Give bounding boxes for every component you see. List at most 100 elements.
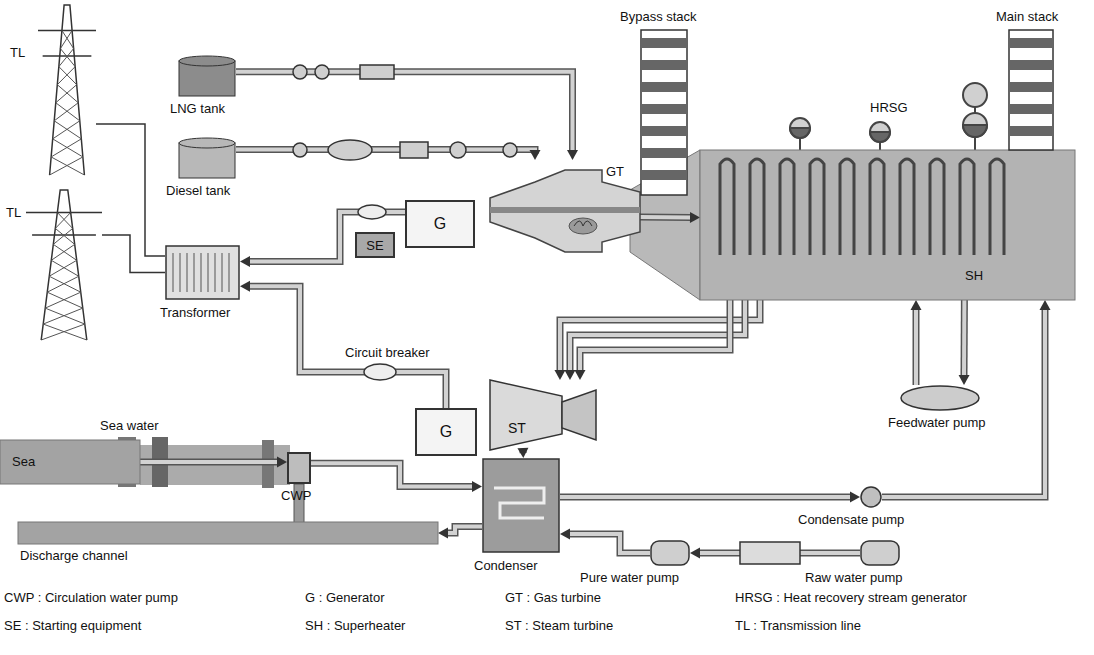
pipe-connector: [517, 448, 528, 458]
bypass-stack: Bypass stack: [640, 30, 688, 195]
pipe-connector: [240, 212, 405, 267]
arrowhead: [574, 370, 585, 380]
arrowhead: [564, 370, 575, 380]
condenser-shape: [482, 458, 560, 553]
wire-line: [102, 235, 165, 273]
steam-drums: [790, 83, 987, 152]
main-stack-shape: [1008, 30, 1054, 150]
pipe-core: [447, 526, 482, 533]
node-label: G: [434, 215, 446, 233]
sea: Sea: [0, 440, 140, 484]
pipe-outline: [249, 286, 446, 408]
pipe-outline: [961, 300, 968, 376]
legend-abbreviation: GT : Gas turbine: [505, 590, 601, 605]
diesel-tank-shape: [178, 137, 236, 179]
pipe-core: [236, 72, 573, 151]
arrowhead: [438, 528, 448, 539]
pipe-outline: [570, 300, 745, 371]
pipe-connector: [140, 457, 287, 468]
valves: [293, 65, 517, 160]
arrowhead: [567, 150, 578, 160]
arrowhead: [517, 448, 528, 458]
node-label: Bypass stack: [620, 9, 697, 24]
arrowhead: [1040, 300, 1051, 310]
pipe-outline: [236, 72, 573, 151]
node-label: HRSG: [870, 100, 908, 115]
circuit-breaker-symbol: [358, 205, 386, 219]
pipe-connector: [959, 300, 970, 385]
pipe-core: [570, 300, 745, 371]
node-label: Condenser: [474, 558, 538, 573]
transmission-tower: TL: [38, 5, 96, 175]
bypass-stack-shape: [640, 30, 688, 195]
transformer: Transformer: [165, 245, 240, 300]
pipe-outline: [569, 534, 650, 553]
steam-turbine: ST: [490, 380, 600, 450]
pipe-connector: [311, 463, 482, 492]
node-label: Diesel tank: [166, 183, 230, 198]
hrsg-shape: [700, 150, 1075, 300]
node-label: ST: [508, 420, 526, 436]
water-treatment-box: [740, 542, 800, 564]
transmission-tower: TL: [26, 190, 102, 340]
node-label: CWP: [281, 488, 311, 503]
pure-water-pump-shape: [650, 540, 690, 566]
legend-abbreviation: ST : Steam turbine: [505, 618, 613, 633]
node-label: Feedwater pump: [888, 415, 986, 430]
arrowhead: [472, 481, 482, 492]
pipe-connector: [640, 212, 700, 223]
pipe-connector: [564, 300, 745, 380]
pipe-outline: [311, 463, 473, 486]
condenser: Condenser: [482, 458, 560, 553]
arrowhead: [240, 256, 250, 267]
node-label: Sea: [12, 454, 35, 469]
hrsg: HRSG: [700, 150, 1075, 300]
gas-turbine: GT: [490, 160, 640, 255]
arrowhead: [911, 300, 922, 310]
part-label: SH: [965, 268, 983, 283]
pipe-outline: [236, 150, 535, 154]
starting-equipment: SE: [355, 232, 395, 258]
condensate-pump: Condensate pump: [860, 486, 882, 508]
circulation-water-pump: CWP: [287, 452, 311, 484]
node-label: LNG tank: [170, 101, 225, 116]
arrowhead: [850, 491, 860, 502]
lng-tank-shape: [178, 55, 236, 97]
raw-water-pump-shape: [860, 540, 900, 566]
pipe-connector: [560, 529, 650, 554]
pipe-core: [569, 534, 650, 553]
circuit-breaker-symbol: [364, 364, 396, 380]
node-label: G: [440, 423, 452, 441]
pipe-core: [914, 309, 918, 385]
steam-turbine-shape: [490, 380, 600, 450]
lng-tank: LNG tank: [178, 55, 236, 97]
transmission-wire: [102, 235, 165, 273]
generator: G: [405, 200, 475, 248]
node-label: SE: [366, 238, 383, 253]
node-label: Main stack: [996, 9, 1058, 24]
pipe-core: [962, 300, 966, 376]
legend-abbreviation: HRSG : Heat recovery stream generator: [735, 590, 967, 605]
pipe-core: [249, 286, 446, 408]
discharge-channel: Discharge channel: [18, 522, 438, 544]
circulation-water-pump-shape: [287, 452, 311, 484]
feedwater-pump-shape: [900, 385, 980, 411]
legend-abbreviation: TL : Transmission line: [735, 618, 861, 633]
arrowhead: [530, 150, 541, 160]
arrowhead: [690, 548, 700, 559]
generator: G: [415, 408, 477, 456]
pipe-outline: [560, 300, 760, 371]
pipe-core: [140, 460, 278, 464]
transmission-tower-shape: [26, 190, 102, 340]
pipe-outline: [913, 309, 920, 385]
node-label: TL: [6, 205, 21, 220]
pipe-core: [249, 212, 405, 262]
pipe-outline: [560, 493, 851, 500]
part-label: Circuit breaker: [345, 345, 430, 360]
pipe-connector: [554, 300, 760, 380]
legend-abbreviation: SE : Starting equipment: [4, 618, 141, 633]
legend-abbreviation: SH : Superheater: [305, 618, 405, 633]
arrowhead: [560, 529, 570, 540]
pipe-core: [236, 150, 535, 154]
